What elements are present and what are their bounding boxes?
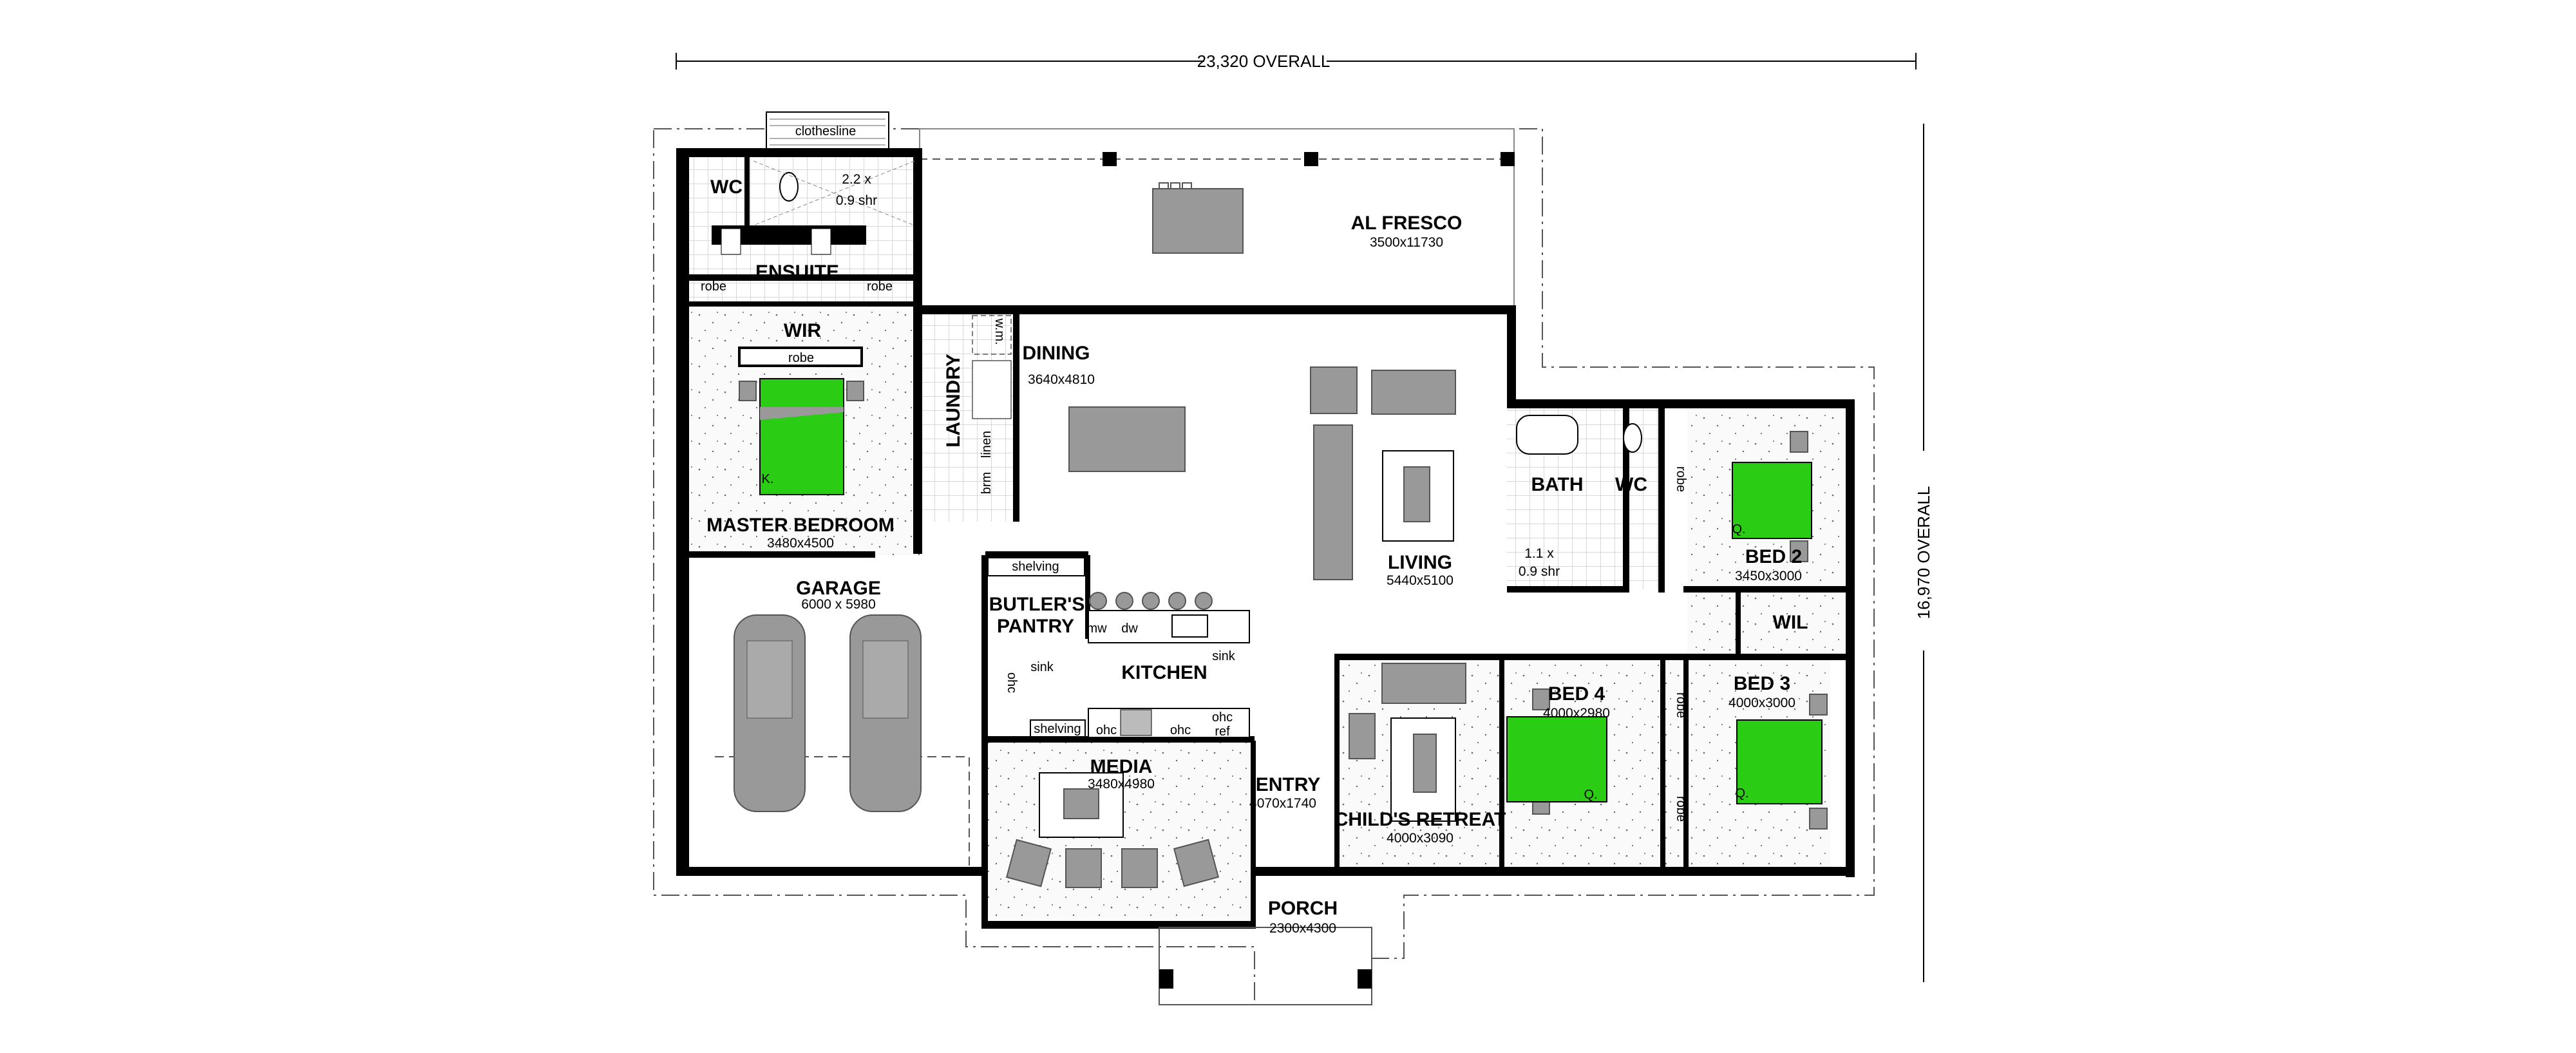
car-right: [849, 614, 922, 812]
wil-label: WIL: [1773, 612, 1808, 633]
ensuite-shower-size-2: 0.9 shr: [836, 193, 877, 208]
bath-shower-size-1: 1.1 x: [1524, 546, 1554, 561]
alfresco-label: AL FRESCO: [1351, 213, 1463, 234]
loveseat: [1371, 370, 1456, 415]
overall-depth-dimension: 16,970 OVERALL: [1914, 124, 1933, 982]
alfresco-size: 3500x11730: [1370, 235, 1443, 250]
bed4-size: 4000x2980: [1543, 706, 1610, 721]
pantry-shelving-bottom: shelving: [1034, 722, 1081, 736]
rug: [1382, 450, 1454, 542]
dining-size: 3640x4810: [1028, 372, 1095, 387]
walls: [676, 148, 1855, 929]
porch-label: PORCH: [1268, 898, 1338, 919]
garage-size: 6000 x 5980: [801, 597, 876, 612]
entry-size: 4070x1740: [1249, 796, 1316, 811]
butlers-pantry-label-1: BUTLER'S: [989, 594, 1085, 615]
bed2-size: 3450x3000: [1735, 569, 1802, 583]
bed3-queen-bed: [1736, 719, 1823, 804]
car-left: [734, 614, 806, 812]
media-label: MEDIA: [1090, 756, 1153, 777]
bed3-label: BED 3: [1734, 673, 1790, 694]
overall-depth-label: 16,970 OVERALL: [1914, 486, 1933, 620]
king-bed: K.: [739, 378, 864, 495]
bed2-label: BED 2: [1745, 546, 1802, 567]
bed3-robe-label: robe: [1674, 796, 1688, 822]
pantry-shelving-top: shelving: [1012, 560, 1059, 574]
entry-label: ENTRY: [1256, 774, 1321, 795]
bed4-robe-label: robe: [1674, 692, 1688, 718]
wir-robe-label: robe: [788, 351, 814, 365]
laundry-wm-label: w.m.: [992, 318, 1007, 345]
bed3-size: 4000x3000: [1728, 696, 1795, 710]
wir-label: WIR: [784, 320, 822, 341]
laundry-label: LAUNDRY: [943, 354, 964, 448]
ensuite-label: ENSUITE: [755, 261, 839, 283]
living-label: LIVING: [1388, 552, 1452, 573]
wc-label: WC: [1615, 474, 1647, 495]
dining-label: DINING: [1023, 343, 1090, 364]
laundry-linen-label: linen: [980, 431, 994, 458]
clothesline-label: clothesline: [795, 124, 857, 138]
sofa: [1313, 424, 1353, 580]
bed2-queen-bed: [1732, 462, 1812, 539]
ensuite-shower-size-1: 2.2 x: [842, 172, 871, 187]
butlers-pantry-label-2: PANTRY: [997, 616, 1074, 637]
laundry-brm-label: brm: [980, 472, 994, 494]
childs-retreat-label: CHILD'S RETREAT: [1334, 809, 1506, 830]
robe-left-label: robe: [701, 280, 726, 294]
bed2-bed-size: Q.: [1732, 522, 1745, 536]
childs-retreat-size: 4000x3090: [1387, 831, 1454, 846]
armchair: [1310, 366, 1358, 414]
bath-shower-size-2: 0.9 shr: [1519, 564, 1560, 579]
bed2-robe-label: robe: [1674, 466, 1688, 492]
overall-width-dimension: 23,320 OVERALL: [676, 52, 1917, 71]
porch-size: 2300x4300: [1269, 921, 1336, 936]
dining-table: [1068, 406, 1186, 472]
coffee-table: [1403, 466, 1430, 522]
kitchen-ohc-ref-1: ohc: [1212, 710, 1233, 725]
robe-right-label: robe: [867, 280, 893, 294]
bath-label: BATH: [1531, 474, 1583, 495]
kitchen-ohc-1: ohc: [1096, 723, 1117, 737]
master-bedroom-size: 3480x4500: [767, 536, 834, 551]
bed3-bed-size: Q.: [1735, 786, 1748, 801]
kitchen-dw-label: dw: [1121, 621, 1138, 636]
bed4-label: BED 4: [1548, 683, 1605, 705]
kitchen-ohc-ref-2: ref: [1215, 725, 1230, 739]
garage-label: GARAGE: [796, 578, 881, 599]
pantry-sink-label: sink: [1030, 660, 1054, 674]
ensuite-wc-label: WC: [710, 176, 743, 198]
pantry-ohc-label: ohc: [1005, 672, 1019, 693]
kitchen-mw-label: mw: [1086, 621, 1107, 636]
kitchen-label: KITCHEN: [1121, 662, 1207, 683]
overall-width-label: 23,320 OVERALL: [1197, 52, 1331, 71]
media-size: 3480x4980: [1088, 777, 1155, 792]
bed4-queen-bed: [1506, 716, 1607, 802]
kitchen-sink-label: sink: [1212, 649, 1236, 663]
kitchen-ohc-2: ohc: [1170, 723, 1191, 737]
bed4-bed-size: Q.: [1584, 788, 1597, 802]
living-size: 5440x5100: [1387, 573, 1454, 588]
master-bedroom-label: MASTER BEDROOM: [706, 515, 895, 536]
clothesline: clothesline: [766, 111, 889, 154]
master-bed-size: K.: [762, 472, 774, 486]
